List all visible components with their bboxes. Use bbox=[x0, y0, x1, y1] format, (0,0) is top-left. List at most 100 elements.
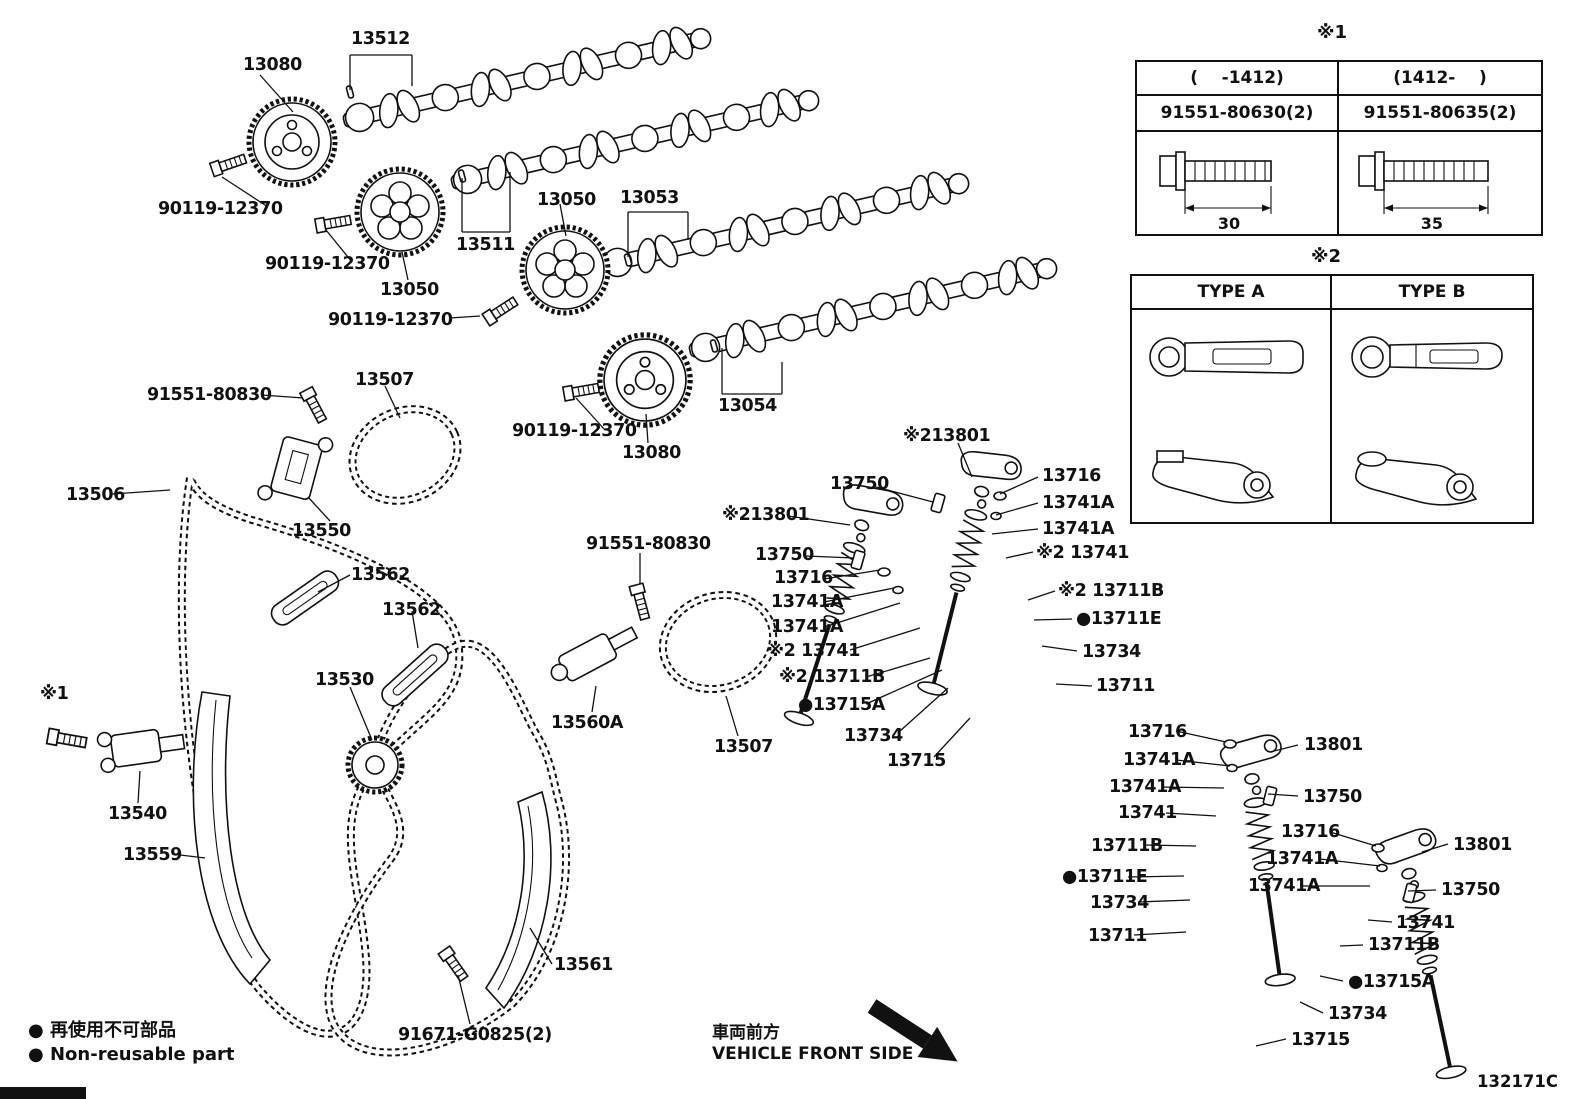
ref2-marker: ※2 bbox=[1311, 246, 1342, 267]
vvt-gear-13080-2 bbox=[600, 335, 690, 425]
part-label: 13750 bbox=[755, 545, 814, 565]
part-label: ※213801 bbox=[722, 505, 810, 525]
part-label: ●13715A bbox=[798, 695, 885, 715]
part-label: 13734 bbox=[1082, 642, 1141, 662]
cam-gear-13050-1 bbox=[357, 169, 443, 255]
valve-assembly-a1 bbox=[902, 442, 1026, 704]
part-label: 13512 bbox=[351, 29, 410, 49]
ref2-col-header-0: TYPE A bbox=[1132, 276, 1332, 310]
part-label: 91551-80830 bbox=[586, 534, 711, 554]
bolt-91551-1 bbox=[299, 385, 330, 425]
chain-guide-13559 bbox=[192, 691, 272, 986]
camshaft-4 bbox=[684, 247, 1062, 371]
retainer-13716-b1 bbox=[1223, 739, 1237, 749]
part-label: 13507 bbox=[714, 737, 773, 757]
ref-table-1: ( -1412) (1412- ) 91551-80630(2) 91551-8… bbox=[1135, 60, 1543, 236]
part-label: 13050 bbox=[537, 190, 596, 210]
part-label: 13734 bbox=[1328, 1004, 1387, 1024]
part-label: 91551-80830 bbox=[147, 385, 272, 405]
chain-damper-13562-1 bbox=[270, 570, 340, 626]
part-label: 13750 bbox=[1303, 787, 1362, 807]
leader-lines-main bbox=[111, 54, 783, 1025]
vvt-gear-13080-1 bbox=[249, 99, 335, 185]
chain-damper-13562-2 bbox=[381, 643, 449, 707]
keeper-13741A-a2 bbox=[892, 585, 904, 595]
camshaft-3 bbox=[596, 162, 974, 286]
bolt-drawing-long bbox=[1358, 151, 1489, 214]
crank-sprocket-13530 bbox=[345, 735, 405, 795]
part-label: 13750 bbox=[1441, 880, 1500, 900]
short-chain-13507-1 bbox=[348, 405, 462, 505]
bolt-90119-4 bbox=[561, 380, 601, 402]
bolt-90119-2 bbox=[313, 212, 353, 234]
legend-nonreusable-jp: ● 再使用不可部品 bbox=[28, 1020, 176, 1041]
part-label: 13559 bbox=[123, 845, 182, 865]
part-label: 13801 bbox=[1453, 835, 1512, 855]
retainer-13716-a2 bbox=[877, 567, 891, 577]
part-label: 13715 bbox=[887, 751, 946, 771]
part-label: 13715 bbox=[1291, 1030, 1350, 1050]
bracket-13550 bbox=[257, 436, 334, 501]
part-label: 13711 bbox=[1088, 926, 1147, 946]
part-label: 13507 bbox=[355, 370, 414, 390]
ref1-col-header-1: (1412- ) bbox=[1339, 62, 1541, 96]
bolt-91671 bbox=[437, 945, 471, 984]
part-label: 13716 bbox=[774, 568, 833, 588]
ref2-drawing-type-b bbox=[1332, 310, 1532, 522]
chain-guide-13561 bbox=[484, 790, 552, 1010]
part-label: 13053 bbox=[620, 188, 679, 208]
ref2-col-header-1: TYPE B bbox=[1332, 276, 1532, 310]
ref-table-2: TYPE A TYPE B bbox=[1130, 274, 1534, 524]
cam-gear-13050-2 bbox=[522, 227, 608, 313]
lash-adjuster-13750-b2 bbox=[1402, 882, 1418, 904]
part-label: ※2 13741 bbox=[1036, 543, 1129, 563]
lash-adjuster-13750-b1 bbox=[1262, 785, 1278, 807]
part-label: 13734 bbox=[844, 726, 903, 746]
ref1-part-0: 91551-80630(2) bbox=[1137, 96, 1339, 132]
ref2-drawing-type-a bbox=[1132, 310, 1332, 522]
rocker-arm-type-a-drawing bbox=[1149, 337, 1304, 504]
part-label: 13716 bbox=[1128, 722, 1187, 742]
retainer-13716-a1 bbox=[993, 491, 1007, 501]
part-label: 13511 bbox=[456, 235, 515, 255]
part-label: 13716 bbox=[1042, 466, 1101, 486]
bolt-length-1: 35 bbox=[1420, 214, 1444, 233]
part-label: 13741A bbox=[771, 617, 844, 637]
bolt-91551-2 bbox=[628, 582, 653, 622]
part-label: 13741A bbox=[1042, 519, 1115, 539]
legend-nonreusable-en: ● Non-reusable part bbox=[28, 1044, 235, 1065]
rocker-arm-type-b-drawing bbox=[1351, 336, 1503, 506]
chain-tensioner-13540 bbox=[96, 728, 186, 774]
bolt-drawing-short bbox=[1159, 151, 1272, 214]
part-label: 13561 bbox=[554, 955, 613, 975]
front-side-label-en: VEHICLE FRONT SIDE bbox=[712, 1044, 914, 1064]
part-label: 13080 bbox=[622, 443, 681, 463]
front-direction-arrow bbox=[867, 999, 958, 1062]
part-label: 13562 bbox=[351, 565, 410, 585]
ref1-drawing-0: 30 bbox=[1137, 132, 1339, 234]
bolt-90119-3 bbox=[481, 294, 520, 327]
bolt-90119-1 bbox=[208, 151, 249, 178]
part-label: 13054 bbox=[718, 396, 777, 416]
ref1-drawing-1: 35 bbox=[1339, 132, 1541, 234]
leader-lines-cluster-b bbox=[1127, 730, 1449, 1047]
part-label: 13560A bbox=[551, 713, 624, 733]
lash-adjuster-13750-a1 bbox=[930, 492, 946, 514]
ref1-part-1: 91551-80635(2) bbox=[1339, 96, 1541, 132]
part-label: 13741A bbox=[771, 592, 844, 612]
part-label: 13741A bbox=[1266, 849, 1339, 869]
part-label: 13716 bbox=[1281, 822, 1340, 842]
part-label: 13741 bbox=[1396, 913, 1455, 933]
part-label: 13540 bbox=[108, 804, 167, 824]
part-label: 13741A bbox=[1248, 876, 1321, 896]
leader-lines-cluster-a bbox=[787, 442, 1093, 758]
part-label: 13741A bbox=[1123, 750, 1196, 770]
part-label: ●13711E bbox=[1062, 867, 1148, 887]
part-label: 13734 bbox=[1090, 893, 1149, 913]
part-label: ※2 13741 bbox=[767, 641, 860, 661]
part-label: 90119-12370 bbox=[265, 254, 390, 274]
part-label: 13711B bbox=[1091, 836, 1163, 856]
part-label: 90119-12370 bbox=[158, 199, 283, 219]
